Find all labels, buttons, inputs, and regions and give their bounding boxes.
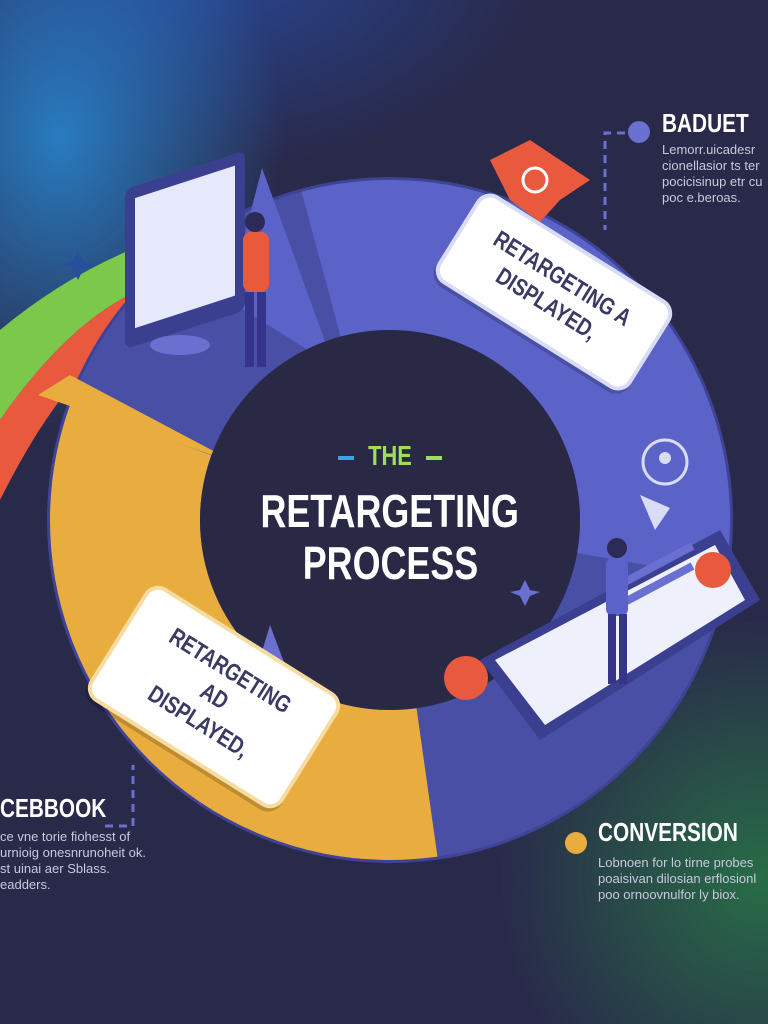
center-title-line2: PROCESS xyxy=(302,537,478,589)
phone-person-illustration xyxy=(480,530,760,740)
center-kicker: THE xyxy=(190,440,590,472)
yellow-arrow-head xyxy=(38,375,238,464)
target-icon xyxy=(521,166,549,194)
user-icon xyxy=(641,438,689,486)
yellow-arrow-body xyxy=(50,180,730,860)
center-title-line1: RETARGETING xyxy=(260,485,520,537)
alert-badge-icon xyxy=(444,656,488,700)
user-icon-head xyxy=(659,452,671,464)
cursor-icon xyxy=(640,495,670,530)
conversion-icon xyxy=(565,832,587,854)
star-badge-icon xyxy=(490,140,590,222)
connector-line xyxy=(105,765,135,828)
rainbow-swoosh-green xyxy=(0,250,140,420)
monitor-person-illustration xyxy=(125,152,269,367)
sparkle-icon xyxy=(60,250,96,280)
center-circle xyxy=(200,330,580,710)
connector-line xyxy=(603,131,625,230)
sparkle-icon xyxy=(510,580,540,606)
baduet-icon xyxy=(628,121,650,143)
